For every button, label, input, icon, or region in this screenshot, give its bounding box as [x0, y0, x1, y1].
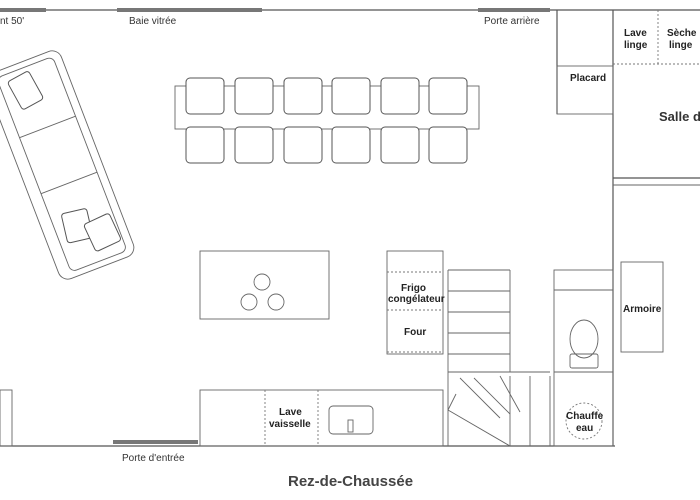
chauffe-eau-label-1: Chauffe: [566, 411, 604, 422]
armoire-label: Armoire: [623, 304, 662, 315]
toilet-tank: [569, 353, 599, 369]
placard-label: Placard: [570, 73, 606, 84]
top-left-partial-label: nt 50': [0, 16, 24, 27]
seche-linge-label-2: linge: [669, 40, 693, 51]
toilet-bowl: [569, 319, 599, 359]
lave-vaisselle-label-1: Lave: [279, 407, 302, 418]
lave-vaisselle-label-2: vaisselle: [269, 419, 311, 430]
seche-linge-label-1: Sèche: [667, 28, 697, 39]
chairs-top: [185, 77, 468, 115]
chauffe-eau-circle: [565, 402, 603, 440]
armoire-box: [620, 261, 664, 353]
baie-vitree-label: Baie vitrée: [129, 16, 177, 27]
hob-1: [253, 273, 271, 291]
sink-tap: [347, 419, 354, 433]
fridge-oven-column: [386, 250, 444, 355]
kitchen-island: [199, 250, 330, 320]
lave-linge-label-1: Lave: [624, 28, 647, 39]
placard-box: [556, 65, 614, 115]
four-label: Four: [404, 327, 426, 338]
hob-2: [240, 293, 258, 311]
hob-3: [267, 293, 285, 311]
frigo-label-1: Frigo: [401, 283, 426, 294]
porte-entree-label: Porte d'entrée: [122, 453, 185, 464]
wc-room: [553, 269, 614, 447]
left-wall-piece: [0, 389, 13, 447]
frigo-label-2: congélateur: [388, 294, 445, 305]
sink: [328, 405, 374, 435]
staircase: [447, 269, 551, 447]
chauffe-eau-label-2: eau: [576, 423, 593, 434]
sofa: [0, 50, 135, 280]
salle-partial-label: Salle d: [659, 109, 700, 124]
kitchen-counter: [199, 389, 444, 447]
chairs-bottom: [185, 126, 468, 164]
porte-arriere-label: Porte arrière: [484, 16, 540, 27]
plan-title: Rez-de-Chaussée: [288, 473, 413, 490]
lave-linge-label-2: linge: [624, 40, 648, 51]
dining-table: [174, 85, 480, 130]
